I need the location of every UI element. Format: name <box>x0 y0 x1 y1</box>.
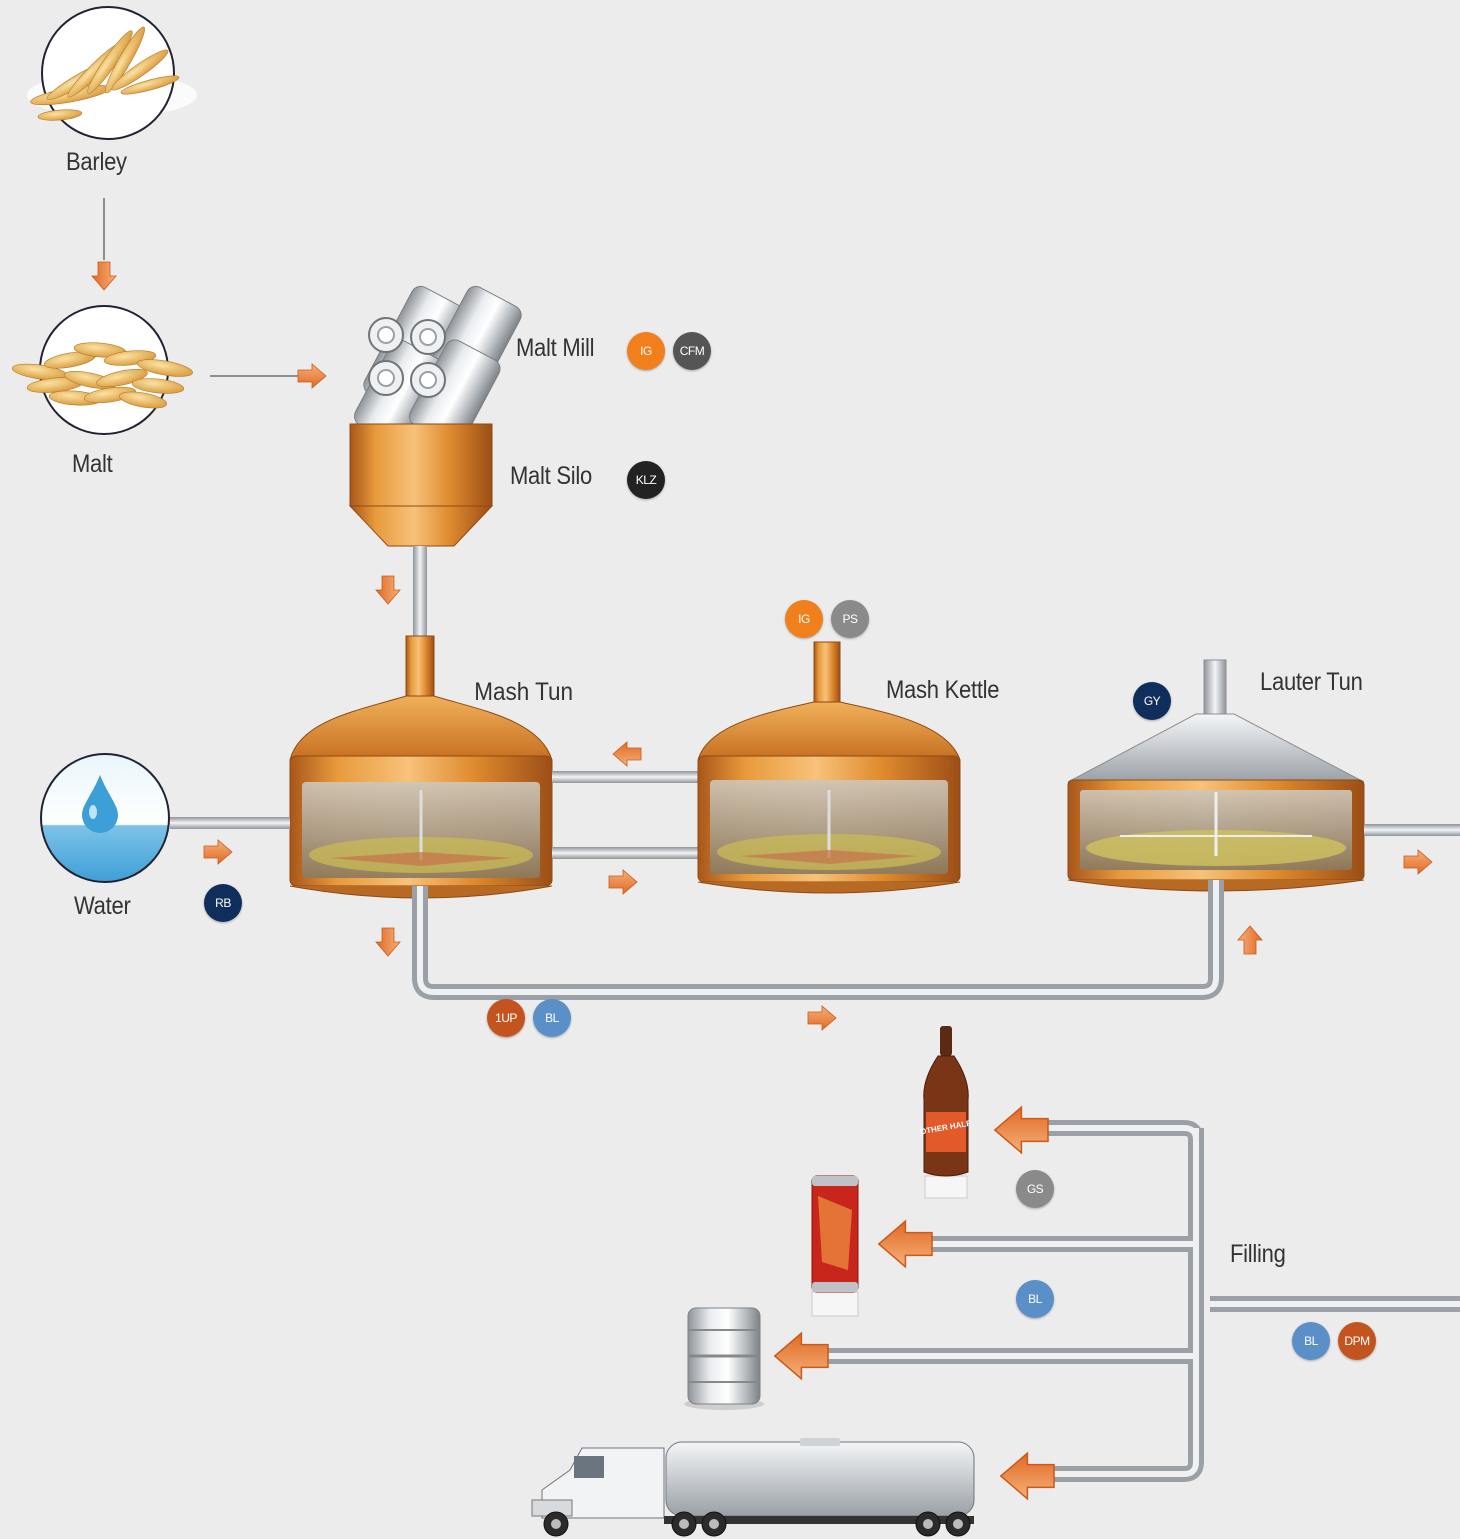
arrow-left-icon <box>1000 1452 1055 1500</box>
mash-kettle-icon <box>697 641 961 894</box>
arrow-up-icon <box>1237 925 1263 955</box>
keg-icon <box>684 1307 764 1410</box>
water-label: Water <box>74 892 131 920</box>
arrow-left-icon <box>612 741 642 767</box>
mash-tun-icon <box>289 635 553 899</box>
malt-mill-label: Malt Mill <box>516 334 595 362</box>
malt-silo-badge-klz: KLZ <box>627 461 665 499</box>
malt-icon <box>11 305 193 435</box>
barley-label: Barley <box>66 148 127 176</box>
mash-kettle-badge-ig: IG <box>785 600 823 638</box>
arrow-right-icon <box>203 839 233 865</box>
arrow-left-icon <box>994 1106 1049 1154</box>
beer-bottle-icon: OTHER HALF <box>919 1026 972 1199</box>
malt-mill-icon <box>354 285 522 446</box>
lauter-tun-badge-gy: GY <box>1133 682 1171 720</box>
malt-mill-badge-cfm: CFM <box>673 332 711 370</box>
filling-badge-bl: BL <box>1292 1322 1330 1360</box>
malt-silo-icon <box>348 423 494 547</box>
arrow-down-icon <box>375 927 401 957</box>
malt-label: Malt <box>72 450 113 478</box>
arrow-left-icon <box>774 1332 829 1380</box>
lauter-tun-icon <box>1067 659 1365 892</box>
filling-pipes <box>826 1120 1460 1482</box>
mash-kettle-badge-ps: PS <box>831 600 869 638</box>
malt-mill-badge-ig: IG <box>627 332 665 370</box>
can-badge-bl: BL <box>1016 1280 1054 1318</box>
transfer-pipe <box>412 880 1224 1000</box>
transfer-badge-bl: BL <box>533 999 571 1037</box>
filling-badge-dpm: DPM <box>1338 1322 1376 1360</box>
arrow-right-icon <box>1403 849 1433 875</box>
filling-label: Filling <box>1230 1240 1286 1268</box>
beer-can-icon <box>811 1175 859 1317</box>
arrow-right-icon <box>807 1005 837 1031</box>
arrow-right-icon <box>297 363 327 389</box>
transfer-badge-1up: 1UP <box>487 999 525 1037</box>
malt-silo-label: Malt Silo <box>510 462 592 490</box>
lauter-tun-label: Lauter Tun <box>1260 668 1363 696</box>
mash-kettle-label: Mash Kettle <box>886 676 1000 704</box>
arrow-down-icon <box>91 261 117 291</box>
arrow-down-icon <box>375 575 401 605</box>
tanker-truck-icon <box>531 1438 975 1537</box>
arrow-right-icon <box>608 869 638 895</box>
water-icon <box>40 753 170 883</box>
water-badge-rb: RB <box>204 884 242 922</box>
mash-tun-label: Mash Tun <box>474 678 573 706</box>
arrow-left-icon <box>878 1220 933 1268</box>
bottle-badge-gs: GS <box>1016 1170 1054 1208</box>
barley-icon <box>27 6 197 140</box>
